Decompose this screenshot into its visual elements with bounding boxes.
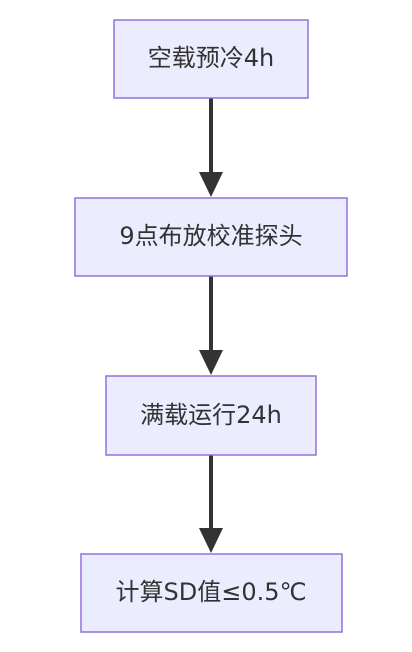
edge-n2-n3 [199, 276, 223, 375]
node-full-load-run: 满载运行24h [105, 375, 317, 456]
node-precool: 空载预冷4h [113, 19, 309, 99]
node-full-load-run-label: 满载运行24h [140, 401, 282, 429]
node-precool-label: 空载预冷4h [148, 44, 274, 72]
edge-n3-n4 [199, 455, 223, 553]
node-probe-placement-label: 9点布放校准探头 [119, 222, 302, 250]
node-calc-sd-label: 计算SD值≤0.5℃ [116, 578, 307, 606]
node-probe-placement: 9点布放校准探头 [74, 197, 348, 277]
node-calc-sd: 计算SD值≤0.5℃ [80, 553, 343, 633]
edge-n1-n2 [199, 98, 223, 197]
